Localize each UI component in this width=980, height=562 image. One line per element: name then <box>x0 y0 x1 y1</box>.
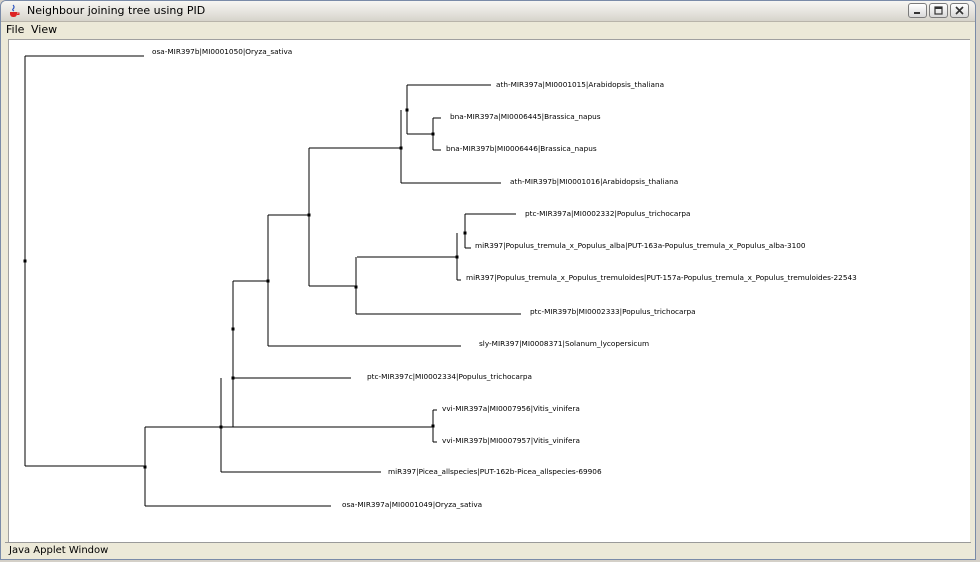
close-icon <box>955 6 964 15</box>
tree-node <box>455 255 459 259</box>
leaf-label: bna-MIR397b|MI0006446|Brassica_napus <box>446 144 597 153</box>
tree-canvas: osa-MIR397b|MI0001050|Oryza_sativa ath-MI… <box>8 39 970 542</box>
title-bar[interactable]: Neighbour joining tree using PID <box>1 1 975 22</box>
tree-node <box>307 213 311 217</box>
tree-node <box>399 146 403 150</box>
tree-node <box>231 376 235 380</box>
leaf-label: osa-MIR397a|MI0001049|Oryza_sativa <box>342 500 482 509</box>
status-bar: Java Applet Window <box>5 542 971 558</box>
leaf-label: ptc-MIR397a|MI0002332|Populus_trichocarp… <box>525 209 690 218</box>
phylogenetic-tree: osa-MIR397b|MI0001050|Oryza_sativa ath-MI… <box>23 47 857 509</box>
leaf-label: miR397|Populus_tremula_x_Populus_alba|PU… <box>475 241 806 250</box>
leaf-label: sly-MIR397|MI0008371|Solanum_lycopersicu… <box>479 339 649 348</box>
tree-node <box>143 465 147 469</box>
tree-node <box>23 259 27 263</box>
tree-node <box>354 285 358 289</box>
tree-node <box>219 425 223 429</box>
leaf-label: vvi-MIR397b|MI0007957|Vitis_vinifera <box>442 436 580 445</box>
tree-node <box>463 231 467 235</box>
leaf-label: ptc-MIR397c|MI0002334|Populus_trichocarp… <box>367 372 532 381</box>
tree-node <box>231 327 235 331</box>
maximize-button[interactable] <box>929 3 948 18</box>
window-title: Neighbour joining tree using PID <box>27 4 206 17</box>
minimize-icon <box>914 12 920 14</box>
leaf-label: miR397|Picea_allspecies|PUT-162b-Picea_a… <box>388 467 602 476</box>
tree-node <box>431 424 435 428</box>
leaf-label: bna-MIR397a|MI0006445|Brassica_napus <box>450 112 601 121</box>
close-button[interactable] <box>950 3 969 18</box>
maximize-icon <box>934 6 943 15</box>
tree-node <box>266 279 270 283</box>
leaf-label: osa-MIR397b|MI0001050|Oryza_sativa <box>152 47 292 56</box>
leaf-label: ptc-MIR397b|MI0002333|Populus_trichocarp… <box>530 307 696 316</box>
tree-node <box>405 108 409 112</box>
menu-bar: File View <box>1 22 975 37</box>
minimize-button[interactable] <box>908 3 927 18</box>
menu-file[interactable]: File <box>6 23 25 36</box>
java-cup-icon <box>10 4 20 17</box>
menu-view[interactable]: View <box>31 23 58 36</box>
leaf-label: miR397|Populus_tremula_x_Populus_tremulo… <box>466 273 857 282</box>
leaf-label: vvi-MIR397a|MI0007956|Vitis_vinifera <box>442 404 580 413</box>
leaf-label: ath-MIR397a|MI0001015|Arabidopsis_thalia… <box>496 80 664 89</box>
leaf-label: ath-MIR397b|MI0001016|Arabidopsis_thalia… <box>510 177 678 186</box>
tree-node <box>431 132 435 136</box>
